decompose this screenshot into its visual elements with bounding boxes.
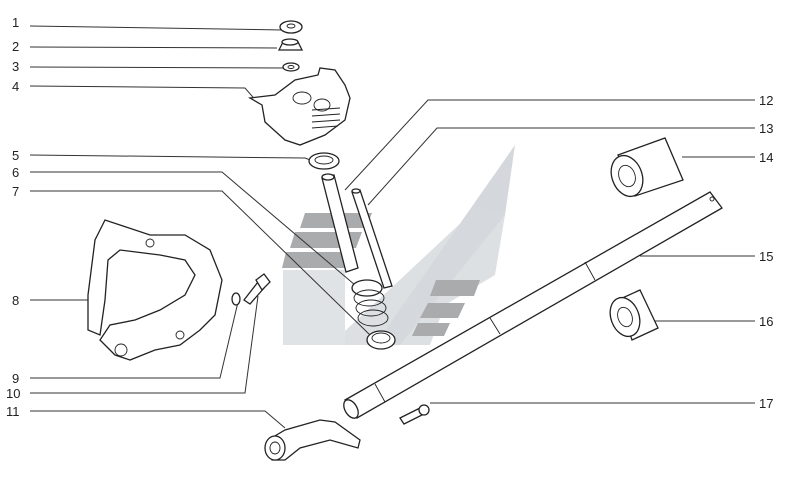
callout-17: 17: [759, 396, 773, 411]
callout-10: 10: [6, 386, 20, 401]
part-6-spring[interactable]: [351, 279, 389, 327]
callout-9: 9: [12, 371, 19, 386]
callout-4: 4: [12, 79, 19, 94]
part-2-cap[interactable]: [277, 38, 304, 51]
part-14-bushing[interactable]: [606, 137, 684, 201]
part-13-pin[interactable]: [351, 188, 393, 289]
part-11-lever[interactable]: [264, 419, 361, 461]
callout-6: 6: [12, 165, 19, 180]
part-17-screw[interactable]: [399, 404, 430, 425]
callout-13: 13: [759, 121, 773, 136]
callout-labels: 1 2 3 4 5 6 7 8 9 10 11 12 13 14 15 16 1…: [6, 15, 773, 419]
part-15-shift-shaft[interactable]: [341, 191, 723, 421]
callout-3: 3: [12, 59, 19, 74]
callout-12: 12: [759, 93, 773, 108]
callout-16: 16: [759, 314, 773, 329]
callout-5: 5: [12, 148, 19, 163]
part-8-bracket[interactable]: [87, 219, 223, 361]
callout-8: 8: [12, 293, 19, 308]
part-10-bolt[interactable]: [243, 273, 271, 305]
callout-7: 7: [12, 184, 19, 199]
part-12-shaft[interactable]: [321, 173, 359, 273]
part-9-washer[interactable]: [231, 292, 241, 306]
watermark-logo: [282, 145, 515, 345]
callout-14: 14: [759, 150, 773, 165]
part-7-spring-seat[interactable]: [366, 330, 396, 350]
part-16-bearing[interactable]: [605, 289, 659, 341]
callout-11: 11: [6, 404, 20, 419]
part-1-washer[interactable]: [279, 20, 303, 34]
leader-lines: [29, 25, 755, 429]
callout-15: 15: [759, 249, 773, 264]
part-4-selector-housing[interactable]: [247, 67, 351, 146]
part-3-ring[interactable]: [282, 62, 300, 72]
callout-2: 2: [12, 39, 19, 54]
callout-1: 1: [12, 15, 19, 30]
part-5-seal-ring[interactable]: [308, 152, 340, 170]
